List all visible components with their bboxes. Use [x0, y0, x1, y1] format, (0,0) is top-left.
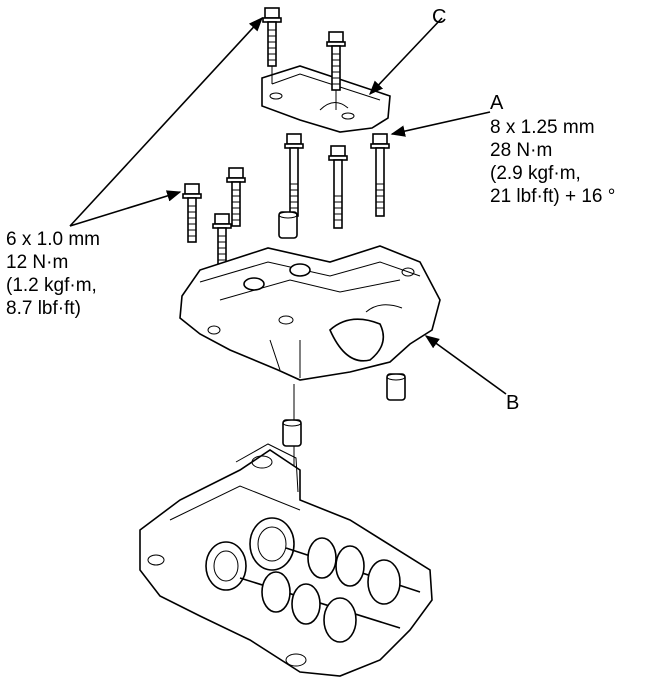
bracket-c	[261, 65, 391, 133]
spec-small-line2: 12 N·m	[6, 252, 69, 273]
long-bolt-1	[284, 133, 304, 217]
dowel-pin-2	[386, 373, 406, 401]
dowel-pin-1	[278, 211, 298, 239]
callout-c: C	[432, 6, 447, 28]
spec-small-line3: (1.2 kgf·m,	[6, 275, 97, 296]
callout-b: B	[506, 392, 520, 414]
camshaft-lobes	[239, 537, 421, 643]
long-bolt-3	[370, 133, 390, 217]
long-bolt-2	[328, 145, 348, 229]
bracket-bolt-1	[262, 7, 282, 67]
spec-small-line1: 6 x 1.0 mm	[6, 229, 100, 250]
spec-a-line3: (2.9 kgf·m,	[490, 163, 581, 184]
camshaft-gear	[205, 517, 295, 591]
spec-a-line4: 21 lbf·ft) + 16 °	[490, 186, 616, 207]
callout-a: A	[490, 92, 504, 114]
camshaft-holder	[179, 245, 441, 381]
small-bolt-2	[182, 183, 202, 243]
spec-a-line2: 28 N·m	[490, 140, 553, 161]
spec-a-line1: 8 x 1.25 mm	[490, 117, 595, 138]
dowel-pin-3	[282, 419, 302, 447]
cylinder-head-camshafts	[139, 443, 433, 677]
spec-small-line4: 8.7 lbf·ft)	[6, 298, 81, 319]
